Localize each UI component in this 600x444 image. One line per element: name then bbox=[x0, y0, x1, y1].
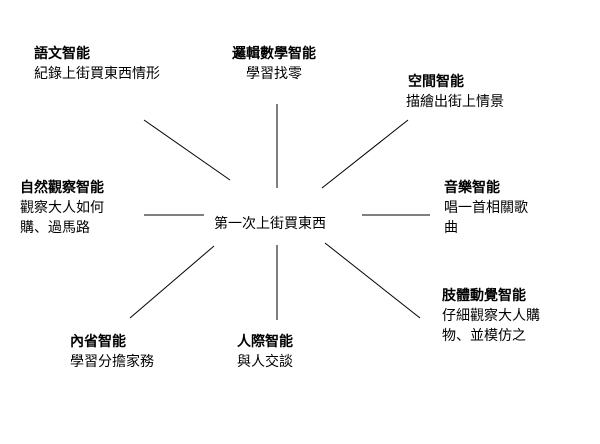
node-desc: 描繪出街上情景 bbox=[406, 94, 504, 110]
node-desc: 紀錄上街買東西情形 bbox=[34, 66, 160, 82]
node-title: 語文智能 bbox=[34, 46, 90, 62]
node-interpersonal: 人際智能 與人交談 bbox=[237, 332, 293, 372]
node-desc: 學習分擔家務 bbox=[70, 354, 154, 370]
node-desc-line2: 物、並模仿之 bbox=[442, 328, 526, 344]
connector-intrapersonal bbox=[129, 245, 215, 319]
node-title: 空間智能 bbox=[408, 74, 464, 90]
node-naturalist: 自然觀察智能 觀察大人如何 購、過馬路 bbox=[20, 178, 104, 238]
node-desc-line1: 觀察大人如何 bbox=[20, 200, 104, 216]
node-title: 邏輯數學智能 bbox=[232, 46, 316, 62]
node-desc: 學習找零 bbox=[246, 66, 302, 82]
node-title: 自然觀察智能 bbox=[20, 180, 104, 196]
node-title: 肢體動覺智能 bbox=[442, 288, 526, 304]
connector-linguistic bbox=[143, 119, 231, 181]
node-logical: 邏輯數學智能 學習找零 bbox=[232, 44, 316, 84]
node-musical: 音樂智能 唱一首相關歌 曲 bbox=[444, 178, 528, 238]
node-desc-line1: 唱一首相關歌 bbox=[444, 200, 528, 216]
node-title: 內省智能 bbox=[70, 334, 126, 350]
node-title: 人際智能 bbox=[237, 334, 293, 350]
node-linguistic: 語文智能 紀錄上街買東西情形 bbox=[34, 44, 160, 84]
node-desc-line2: 曲 bbox=[444, 220, 458, 236]
node-desc-line2: 購、過馬路 bbox=[20, 220, 90, 236]
connector-spatial bbox=[321, 119, 409, 189]
node-desc: 與人交談 bbox=[237, 354, 293, 370]
node-spatial: 空間智能 描繪出街上情景 bbox=[406, 72, 504, 112]
node-intrapersonal: 內省智能 學習分擔家務 bbox=[70, 332, 154, 372]
node-title: 音樂智能 bbox=[444, 180, 500, 196]
center-topic: 第一次上街買東西 bbox=[214, 216, 326, 232]
node-desc-line1: 仔細觀察大人購 bbox=[442, 308, 540, 324]
connector-kinesthetic bbox=[324, 242, 421, 319]
node-kinesthetic: 肢體動覺智能 仔細觀察大人購 物、並模仿之 bbox=[442, 286, 540, 346]
